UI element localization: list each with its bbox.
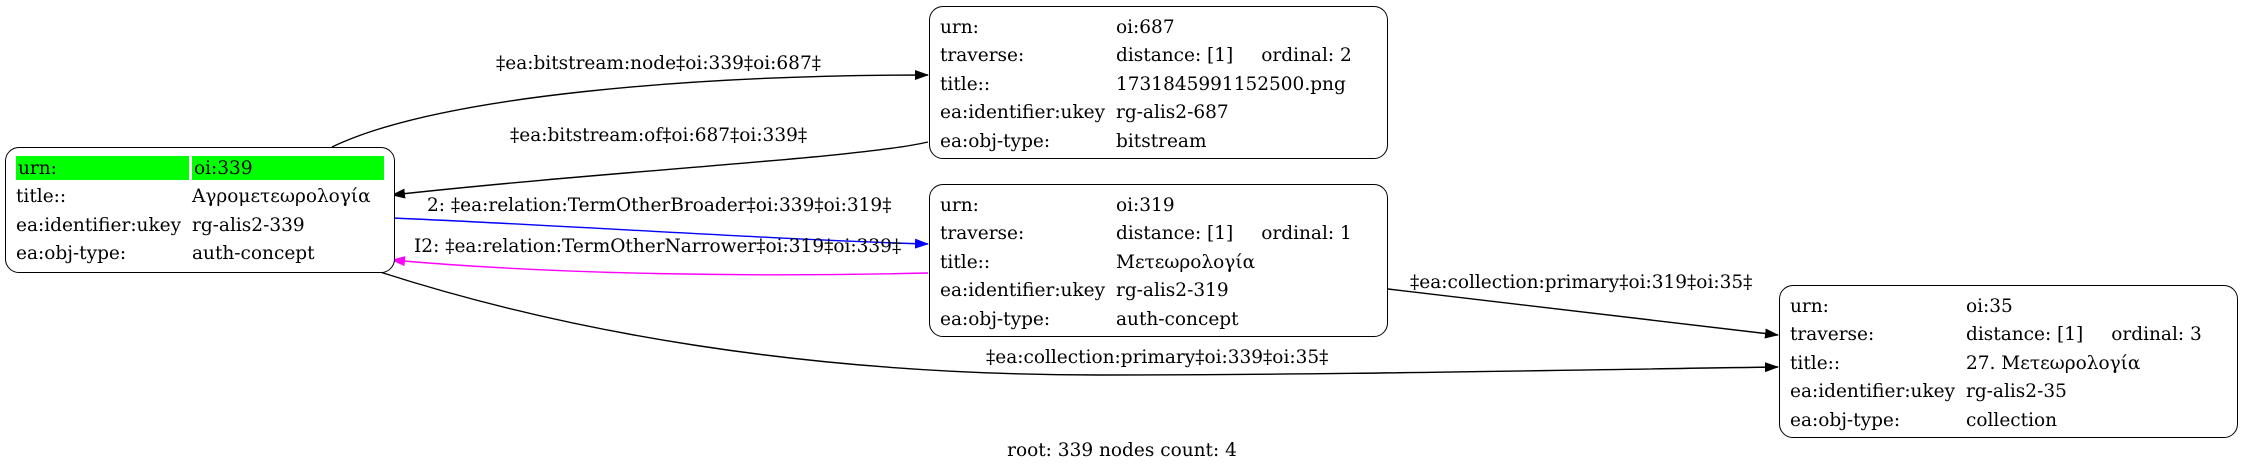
node-row-urn: urn: oi:687 <box>940 13 1377 42</box>
row-value: oi:687 <box>1116 16 1175 38</box>
row-value: Αγρομετεωρολογία <box>192 186 371 208</box>
node-row-title: title:: 1731845991152500.png <box>940 70 1377 99</box>
row-key: traverse: <box>940 223 1025 245</box>
row-value: auth-concept <box>192 243 315 265</box>
row-value: Μετεωρολογία <box>1116 251 1256 273</box>
edge-label-term-other-narrower: I2: ‡ea:relation:TermOtherNarrower‡oi:31… <box>414 236 902 257</box>
row-value: oi:35 <box>1966 295 2013 317</box>
node-row-urn: urn: oi:35 <box>1790 292 2227 321</box>
node-row-obj-type: ea:obj-type: auth-concept <box>16 240 384 269</box>
row-key: ea:obj-type: <box>940 130 1051 152</box>
row-value: distance: [1] ordinal: 1 <box>1116 223 1352 244</box>
row-key: ea:identifier:ukey <box>1790 381 1956 403</box>
node-row-ukey: ea:identifier:ukey rg-alis2-339 <box>16 211 384 240</box>
row-value: distance: [1] ordinal: 3 <box>1966 324 2202 345</box>
node-row-urn: urn: oi:339 <box>16 154 384 183</box>
row-value: 1731845991152500.png <box>1116 73 1346 95</box>
row-key: ea:identifier:ukey <box>940 280 1106 302</box>
row-key: ea:obj-type: <box>940 308 1051 330</box>
row-value: distance: [1] ordinal: 2 <box>1116 45 1352 66</box>
row-value: collection <box>1966 409 2058 431</box>
node-row-ukey: ea:identifier:ukey rg-alis2-35 <box>1790 378 2227 407</box>
row-key: ea:obj-type: <box>1790 409 1901 431</box>
row-value: rg-alis2-687 <box>1116 102 1229 124</box>
node-row-title: title:: 27. Μετεωρολογία <box>1790 349 2227 378</box>
row-key: ea:identifier:ukey <box>16 214 182 236</box>
row-value: rg-alis2-35 <box>1966 381 2067 403</box>
row-key: traverse: <box>1790 324 1875 346</box>
traverse-ordinal: ordinal: 1 <box>1261 223 1352 245</box>
row-key: traverse: <box>940 45 1025 67</box>
edge-term-other-broader <box>391 217 929 249</box>
row-key: title:: <box>940 251 991 273</box>
node-row-obj-type: ea:obj-type: bitstream <box>940 127 1377 156</box>
row-key: ea:obj-type: <box>16 243 127 265</box>
node-oi-319[interactable]: urn: oi:319 traverse: distance: [1] ordi… <box>929 184 1388 337</box>
edge-bitstream-of <box>391 141 929 199</box>
row-key: title:: <box>16 186 67 208</box>
row-key: title:: <box>940 73 991 95</box>
node-row-title: title:: Μετεωρολογία <box>940 248 1377 277</box>
node-row-traverse: traverse: distance: [1] ordinal: 2 <box>940 42 1377 71</box>
edge-label-bitstream-node: ‡ea:bitstream:node‡oi:339‡oi:687‡ <box>496 53 821 74</box>
node-row-traverse: traverse: distance: [1] ordinal: 3 <box>1790 321 2227 350</box>
edge-bitstream-node <box>331 70 929 148</box>
row-value: bitstream <box>1116 130 1207 152</box>
node-row-ukey: ea:identifier:ukey rg-alis2-319 <box>940 277 1377 306</box>
edge-collection-primary-339 <box>379 271 1779 376</box>
node-oi-687[interactable]: urn: oi:687 traverse: distance: [1] ordi… <box>929 6 1388 159</box>
row-key: urn: <box>940 194 979 216</box>
row-key: ea:identifier:ukey <box>940 102 1106 124</box>
edge-collection-primary-319 <box>1387 288 1779 339</box>
node-row-ukey: ea:identifier:ukey rg-alis2-687 <box>940 99 1377 128</box>
node-row-traverse: traverse: distance: [1] ordinal: 1 <box>940 220 1377 249</box>
row-key: urn: <box>1790 295 1829 317</box>
node-row-obj-type: ea:obj-type: collection <box>1790 406 2227 435</box>
node-row-obj-type: ea:obj-type: auth-concept <box>940 305 1377 334</box>
traverse-distance: distance: [1] <box>1966 324 2084 346</box>
edge-term-other-narrower <box>391 256 929 276</box>
row-value: oi:319 <box>1116 194 1175 216</box>
traverse-distance: distance: [1] <box>1116 45 1234 67</box>
node-oi-35[interactable]: urn: oi:35 traverse: distance: [1] ordin… <box>1779 285 2238 438</box>
row-key: urn: <box>16 156 189 181</box>
graph-footer: root: 339 nodes count: 4 <box>1007 440 1237 461</box>
row-key: title:: <box>1790 352 1841 374</box>
row-value: rg-alis2-319 <box>1116 280 1229 302</box>
node-row-title: title:: Αγρομετεωρολογία <box>16 183 384 212</box>
traverse-ordinal: ordinal: 3 <box>2111 324 2202 346</box>
row-value: rg-alis2-339 <box>192 214 305 236</box>
edge-label-collection-primary-319: ‡ea:collection:primary‡oi:319‡oi:35‡ <box>1410 272 1753 293</box>
edge-label-collection-primary-339: ‡ea:collection:primary‡oi:339‡oi:35‡ <box>986 347 1329 368</box>
node-oi-339[interactable]: urn: oi:339 title:: Αγρομετεωρολογία ea:… <box>5 147 395 273</box>
row-value: oi:339 <box>192 156 384 181</box>
edge-label-term-other-broader: 2: ‡ea:relation:TermOtherBroader‡oi:339‡… <box>427 195 892 216</box>
edge-label-bitstream-of: ‡ea:bitstream:of‡oi:687‡oi:339‡ <box>510 125 808 146</box>
row-key: urn: <box>940 16 979 38</box>
row-value: 27. Μετεωρολογία <box>1966 352 2141 374</box>
node-row-urn: urn: oi:319 <box>940 191 1377 220</box>
row-value: auth-concept <box>1116 308 1239 330</box>
traverse-ordinal: ordinal: 2 <box>1261 45 1352 67</box>
traverse-distance: distance: [1] <box>1116 223 1234 245</box>
